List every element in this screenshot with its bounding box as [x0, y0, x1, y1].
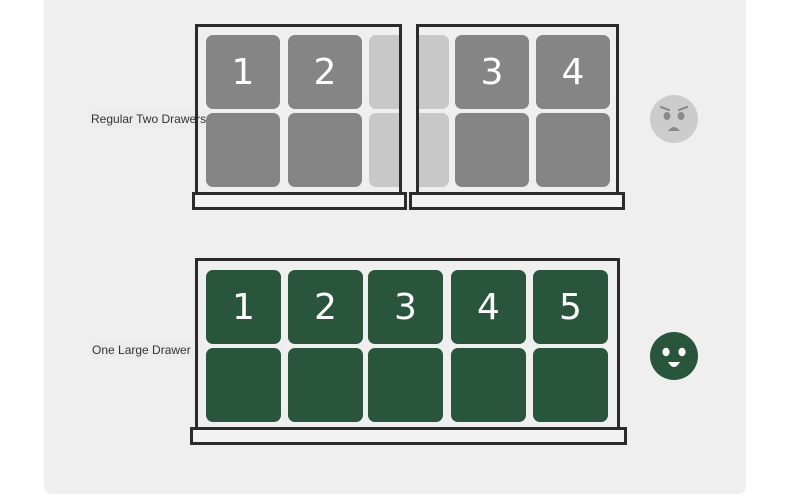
happy-face-icon [650, 332, 698, 380]
drawer-box: 1 [206, 270, 281, 344]
box-number: 4 [561, 51, 585, 93]
drawer-box [206, 113, 280, 187]
left-drawer-frame: 1 2 [195, 24, 402, 194]
drawer-box [533, 348, 608, 422]
box-number: 1 [232, 286, 255, 328]
box-number: 5 [559, 286, 582, 328]
box-number: 3 [480, 51, 504, 93]
sad-face-icon [650, 95, 698, 143]
left-drawer-base [192, 192, 407, 210]
box-number: 2 [313, 51, 337, 93]
box-number: 3 [394, 286, 417, 328]
drawer-box: 3 [368, 270, 443, 344]
drawer-box [206, 348, 281, 422]
drawer-box-partial [419, 113, 449, 187]
drawer-box [288, 348, 363, 422]
large-drawer-base [190, 427, 627, 445]
row-label-large-drawer: One Large Drawer [90, 341, 193, 359]
drawer-box [288, 113, 362, 187]
row-label-two-drawers: Regular Two Drawers [89, 110, 209, 128]
box-number: 2 [314, 286, 337, 328]
drawer-box: 2 [288, 270, 363, 344]
large-drawer-frame: 1 2 3 4 5 [195, 258, 620, 430]
drawer-box [455, 113, 529, 187]
box-number: 4 [477, 286, 500, 328]
right-drawer-base [409, 192, 625, 210]
drawer-box: 2 [288, 35, 362, 109]
drawer-box: 1 [206, 35, 280, 109]
drawer-box: 4 [451, 270, 526, 344]
right-drawer-frame: 3 4 [416, 24, 619, 194]
drawer-box [368, 348, 443, 422]
drawer-box [536, 113, 610, 187]
drawer-box: 4 [536, 35, 610, 109]
box-number: 1 [231, 51, 255, 93]
drawer-box-partial [419, 35, 449, 109]
drawer-box-partial [369, 113, 399, 187]
drawer-box-partial [369, 35, 399, 109]
drawer-box: 5 [533, 270, 608, 344]
drawer-box [451, 348, 526, 422]
drawer-box: 3 [455, 35, 529, 109]
